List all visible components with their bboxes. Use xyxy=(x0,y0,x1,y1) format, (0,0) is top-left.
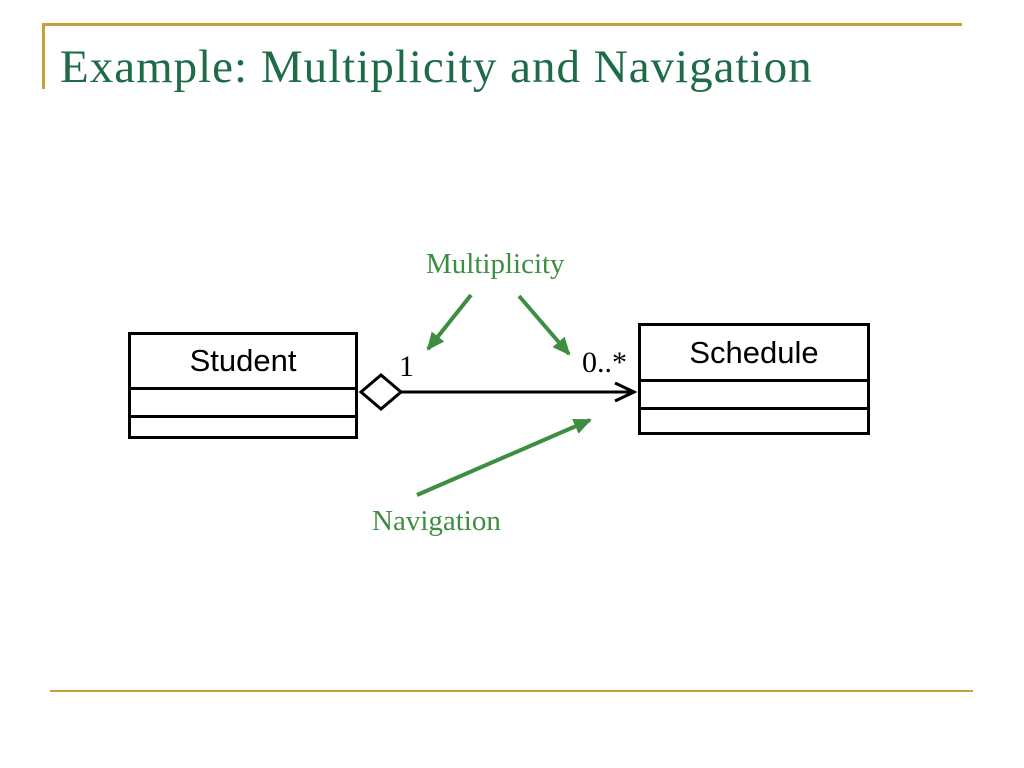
aggregation-diamond-icon xyxy=(358,373,404,411)
schedule-operations-compartment xyxy=(641,407,867,432)
slide-title: Example: Multiplicity and Navigation xyxy=(60,41,813,93)
student-attributes-compartment xyxy=(131,387,355,415)
multiplicity-value-schedule-end: 0..* xyxy=(582,346,627,379)
navigation-annotation-label: Navigation xyxy=(372,505,501,537)
class-name-student: Student xyxy=(189,343,297,378)
left-accent-line xyxy=(42,23,45,89)
top-accent-line xyxy=(43,23,962,26)
class-box-student: Student xyxy=(128,332,358,439)
class-box-schedule: Schedule xyxy=(638,323,870,435)
multiplicity-annotation-label: Multiplicity xyxy=(426,248,565,280)
schedule-attributes-compartment xyxy=(641,379,867,407)
multiplicity-value-student-end: 1 xyxy=(399,350,414,383)
multiplicity-arrow-left xyxy=(426,293,473,351)
multiplicity-arrow-right xyxy=(517,294,571,356)
student-operations-compartment xyxy=(131,415,355,436)
bottom-accent-line xyxy=(50,690,973,692)
association-arrowhead-icon xyxy=(614,381,638,403)
navigation-arrow xyxy=(416,418,592,497)
class-name-schedule: Schedule xyxy=(689,334,819,370)
